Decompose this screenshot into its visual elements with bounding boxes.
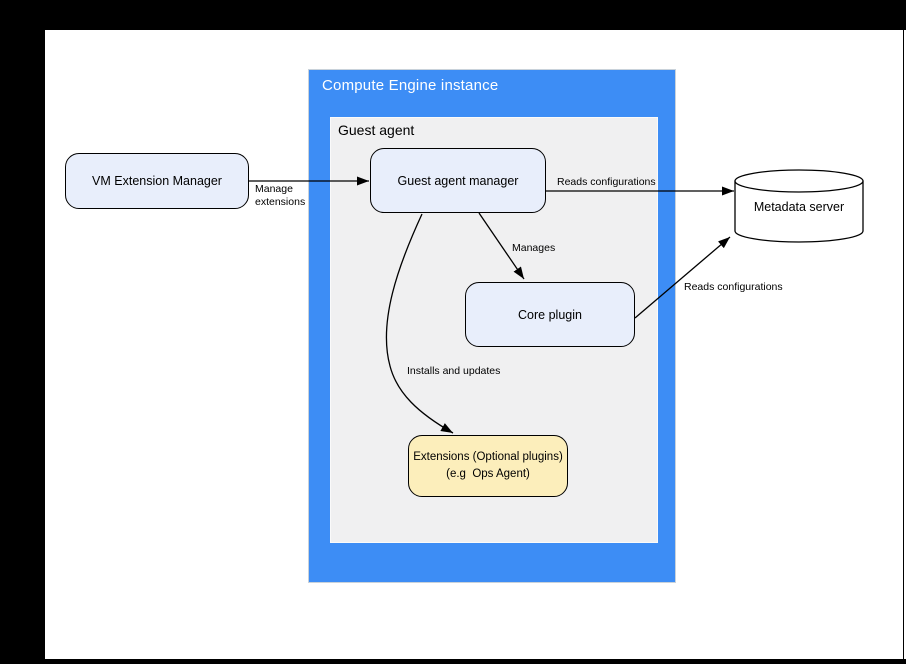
edge-label-installs-and-updates: Installs and updates xyxy=(407,365,501,377)
node-guest-agent-manager: Guest agent manager xyxy=(370,148,546,213)
node-vm-extension-manager: VM Extension Manager xyxy=(65,153,249,209)
edge-label-manage-extensions: Manage extensions xyxy=(255,183,305,209)
edge-label-reads-configurations-manager: Reads configurations xyxy=(557,176,656,188)
node-label-vm-extension-manager: VM Extension Manager xyxy=(92,174,222,188)
node-label-guest-agent-manager: Guest agent manager xyxy=(397,173,519,188)
container-title-guest-agent: Guest agent xyxy=(338,122,415,138)
edge-label-manage-extensions-line2: extensions xyxy=(255,196,306,208)
cylinder-top xyxy=(734,169,864,193)
diagram-canvas: Compute Engine instance Guest agent VM E… xyxy=(45,30,906,659)
node-core-plugin: Core plugin xyxy=(465,282,635,347)
canvas-right-border xyxy=(903,30,904,659)
edge-label-reads-configurations-core: Reads configurations xyxy=(684,281,783,293)
edge-label-manages: Manages xyxy=(512,242,556,254)
node-label-core-plugin: Core plugin xyxy=(518,307,582,322)
node-extensions: Extensions (Optional plugins) (e.g Ops A… xyxy=(408,435,568,497)
node-label-metadata-server: Metadata server xyxy=(753,200,845,214)
container-title-compute-engine-instance: Compute Engine instance xyxy=(322,77,499,94)
node-label-extensions-line2: (e.g Ops Agent) xyxy=(446,468,530,480)
edge-label-manage-extensions-line1: Manage xyxy=(255,183,293,195)
node-label-extensions-line1: Extensions (Optional plugins) xyxy=(413,451,563,463)
